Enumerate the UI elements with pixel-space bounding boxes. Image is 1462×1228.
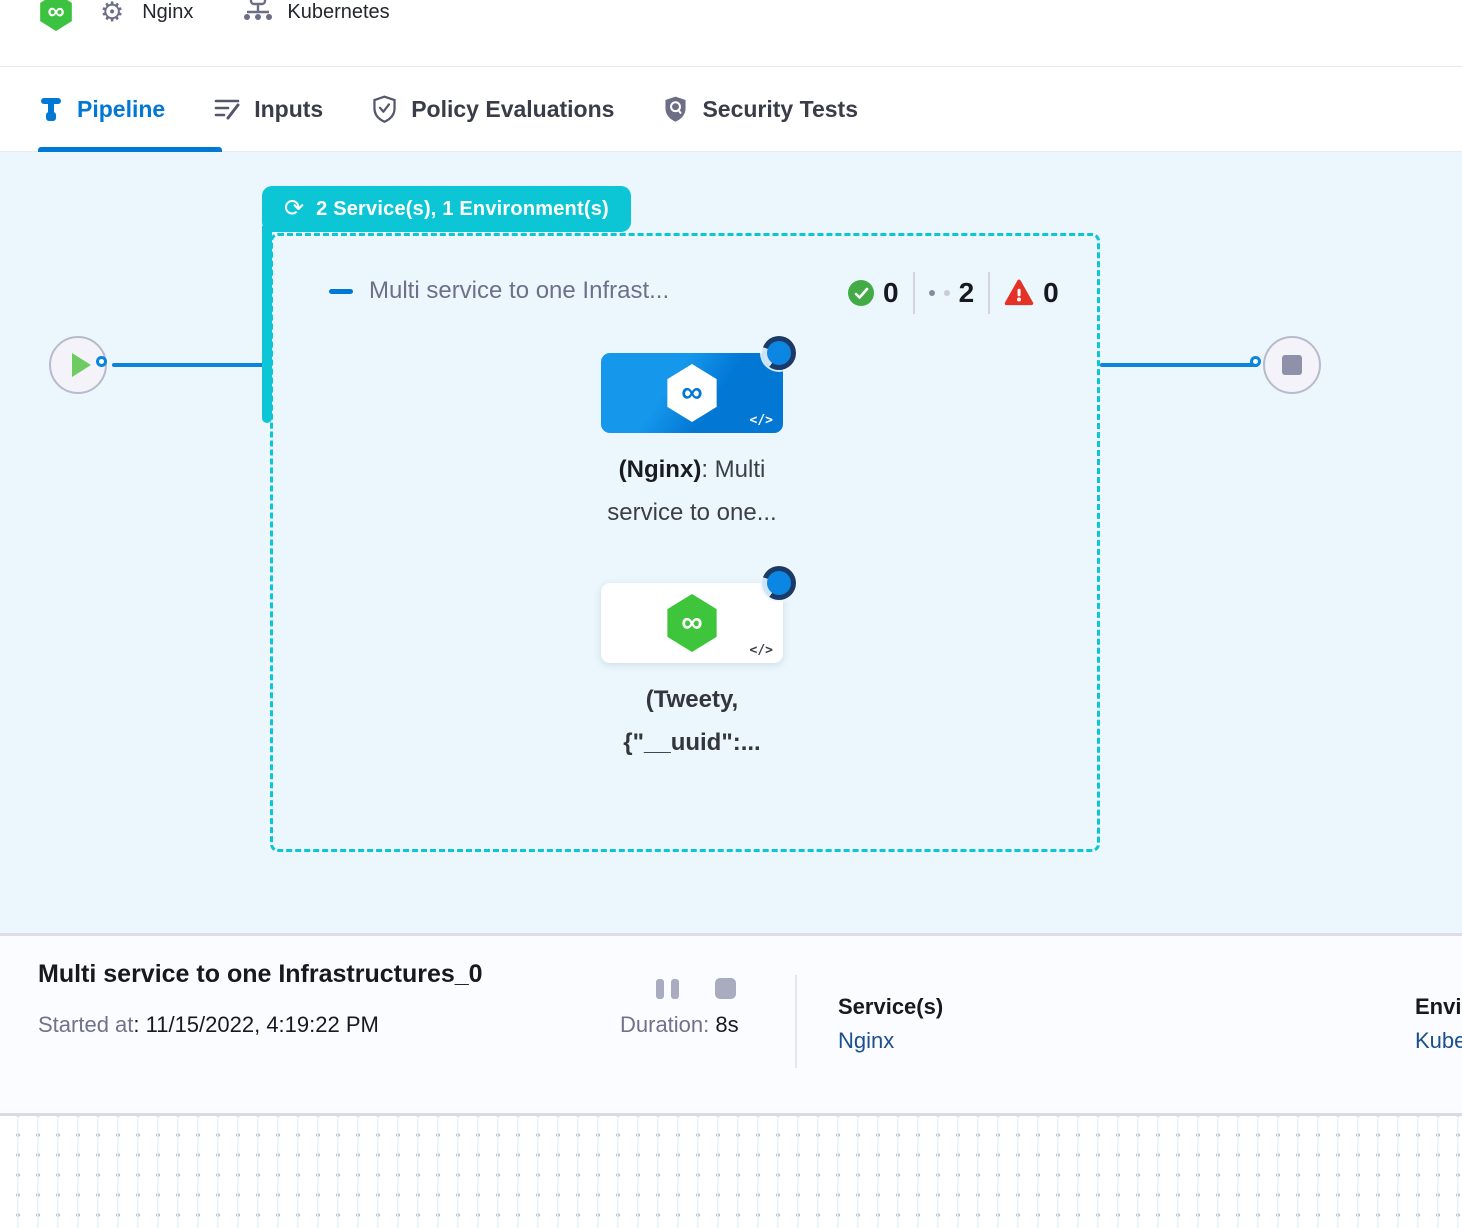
- edge-connector: [96, 356, 107, 367]
- policy-shield-icon: [371, 95, 398, 124]
- tab-label: Inputs: [254, 96, 323, 123]
- tab-label: Pipeline: [77, 96, 165, 123]
- exec-node-label: (Tweety, {"__uuid":...: [562, 678, 822, 764]
- exec-node-label: (Nginx): Multi service to one...: [562, 448, 822, 534]
- run-title: Multi service to one Infrastructures_0: [38, 960, 483, 989]
- harness-hex-icon: ∞: [664, 594, 720, 652]
- divider: [913, 272, 915, 314]
- inputs-icon: [213, 95, 241, 123]
- harness-hex-icon: ∞: [664, 364, 720, 422]
- running-spinner-badge: [762, 336, 796, 370]
- dotted-grid-canvas: [0, 1116, 1462, 1228]
- node-name-rest: : Multi: [701, 456, 765, 483]
- running-dots-icon: [929, 290, 950, 296]
- stage-status-counts: 0 2 0: [848, 272, 1059, 314]
- breadcrumb-service[interactable]: Nginx: [142, 1, 193, 24]
- started-at: Started at: 11/15/2022, 4:19:22 PM: [38, 1012, 379, 1038]
- stop-icon: [1282, 355, 1302, 375]
- pause-button[interactable]: [656, 979, 679, 999]
- run-controls: [656, 978, 736, 999]
- collapse-icon[interactable]: [329, 289, 353, 294]
- started-value: : 11/15/2022, 4:19:22 PM: [133, 1012, 378, 1037]
- badge-label: 2 Service(s), 1 Environment(s): [316, 198, 609, 221]
- infinity-glyph: ∞: [681, 606, 702, 640]
- divider: [795, 975, 797, 1068]
- duration-value: 8s: [715, 1012, 738, 1037]
- tab-policy-evaluations[interactable]: Policy Evaluations: [371, 95, 614, 124]
- breadcrumb: ∞ ⚙ Nginx Kubernetes: [0, 0, 390, 36]
- started-label: Started at: [38, 1012, 133, 1037]
- harness-logo-icon[interactable]: ∞: [38, 0, 74, 31]
- pipeline-edge: [112, 363, 265, 367]
- tab-label: Policy Evaluations: [411, 96, 614, 123]
- warning-triangle-icon: [1004, 279, 1034, 307]
- run-summary-bar: Multi service to one Infrastructures_0 S…: [0, 933, 1462, 1113]
- tab-inputs[interactable]: Inputs: [213, 95, 323, 123]
- node-name-line2: {"__uuid":...: [562, 721, 822, 764]
- gear-icon[interactable]: ⚙: [100, 0, 124, 26]
- node-name: (Nginx): [619, 456, 702, 483]
- breadcrumb-bar: ∞ ⚙ Nginx Kubernetes: [0, 0, 1462, 67]
- success-check-icon: [848, 280, 874, 306]
- code-icon: </>: [750, 643, 773, 658]
- node-name: (Tweety,: [562, 678, 822, 721]
- pipeline-canvas: Multi service to one Infrast... 0 2: [0, 152, 1462, 933]
- stage-title: Multi service to one Infrast...: [369, 277, 669, 305]
- duration: Duration: 8s: [620, 1012, 739, 1038]
- end-node: [1263, 336, 1321, 394]
- infinity-glyph: ∞: [681, 376, 702, 410]
- running-spinner-badge: [762, 566, 796, 600]
- tab-security-tests[interactable]: Security Tests: [662, 95, 858, 124]
- environments-link[interactable]: Kube: [1415, 1028, 1462, 1054]
- tab-bar: Pipeline Inputs Policy Evaluations: [0, 67, 1462, 152]
- services-environments-badge[interactable]: ⟳ 2 Service(s), 1 Environment(s): [262, 186, 631, 232]
- services-link[interactable]: Nginx: [838, 1028, 894, 1054]
- code-icon: </>: [750, 413, 773, 428]
- failed-count: 0: [1043, 277, 1059, 309]
- exec-node-tweety[interactable]: ∞ </>: [601, 583, 783, 663]
- divider: [988, 272, 990, 314]
- services-label: Service(s): [838, 994, 943, 1020]
- infinity-glyph: ∞: [47, 0, 64, 26]
- cluster-icon[interactable]: [243, 0, 273, 28]
- play-icon: [72, 353, 91, 377]
- node-name-line2: service to one...: [562, 491, 822, 534]
- success-count: 0: [883, 277, 899, 309]
- pipeline-edge: [1100, 363, 1258, 367]
- environments-label: Envi: [1415, 994, 1461, 1020]
- pipeline-icon: [38, 95, 64, 123]
- edge-connector: [1250, 356, 1261, 367]
- duration-label: Duration:: [620, 1012, 709, 1037]
- running-count: 2: [959, 277, 975, 309]
- exec-node-nginx[interactable]: ∞ </>: [601, 353, 783, 433]
- loop-icon: ⟳: [284, 197, 304, 221]
- security-shield-icon: [662, 95, 689, 124]
- stage-group-box: Multi service to one Infrast... 0 2: [270, 233, 1100, 852]
- breadcrumb-environment[interactable]: Kubernetes: [287, 1, 389, 24]
- abort-button[interactable]: [715, 978, 736, 999]
- tab-pipeline[interactable]: Pipeline: [38, 95, 165, 123]
- tab-label: Security Tests: [702, 96, 858, 123]
